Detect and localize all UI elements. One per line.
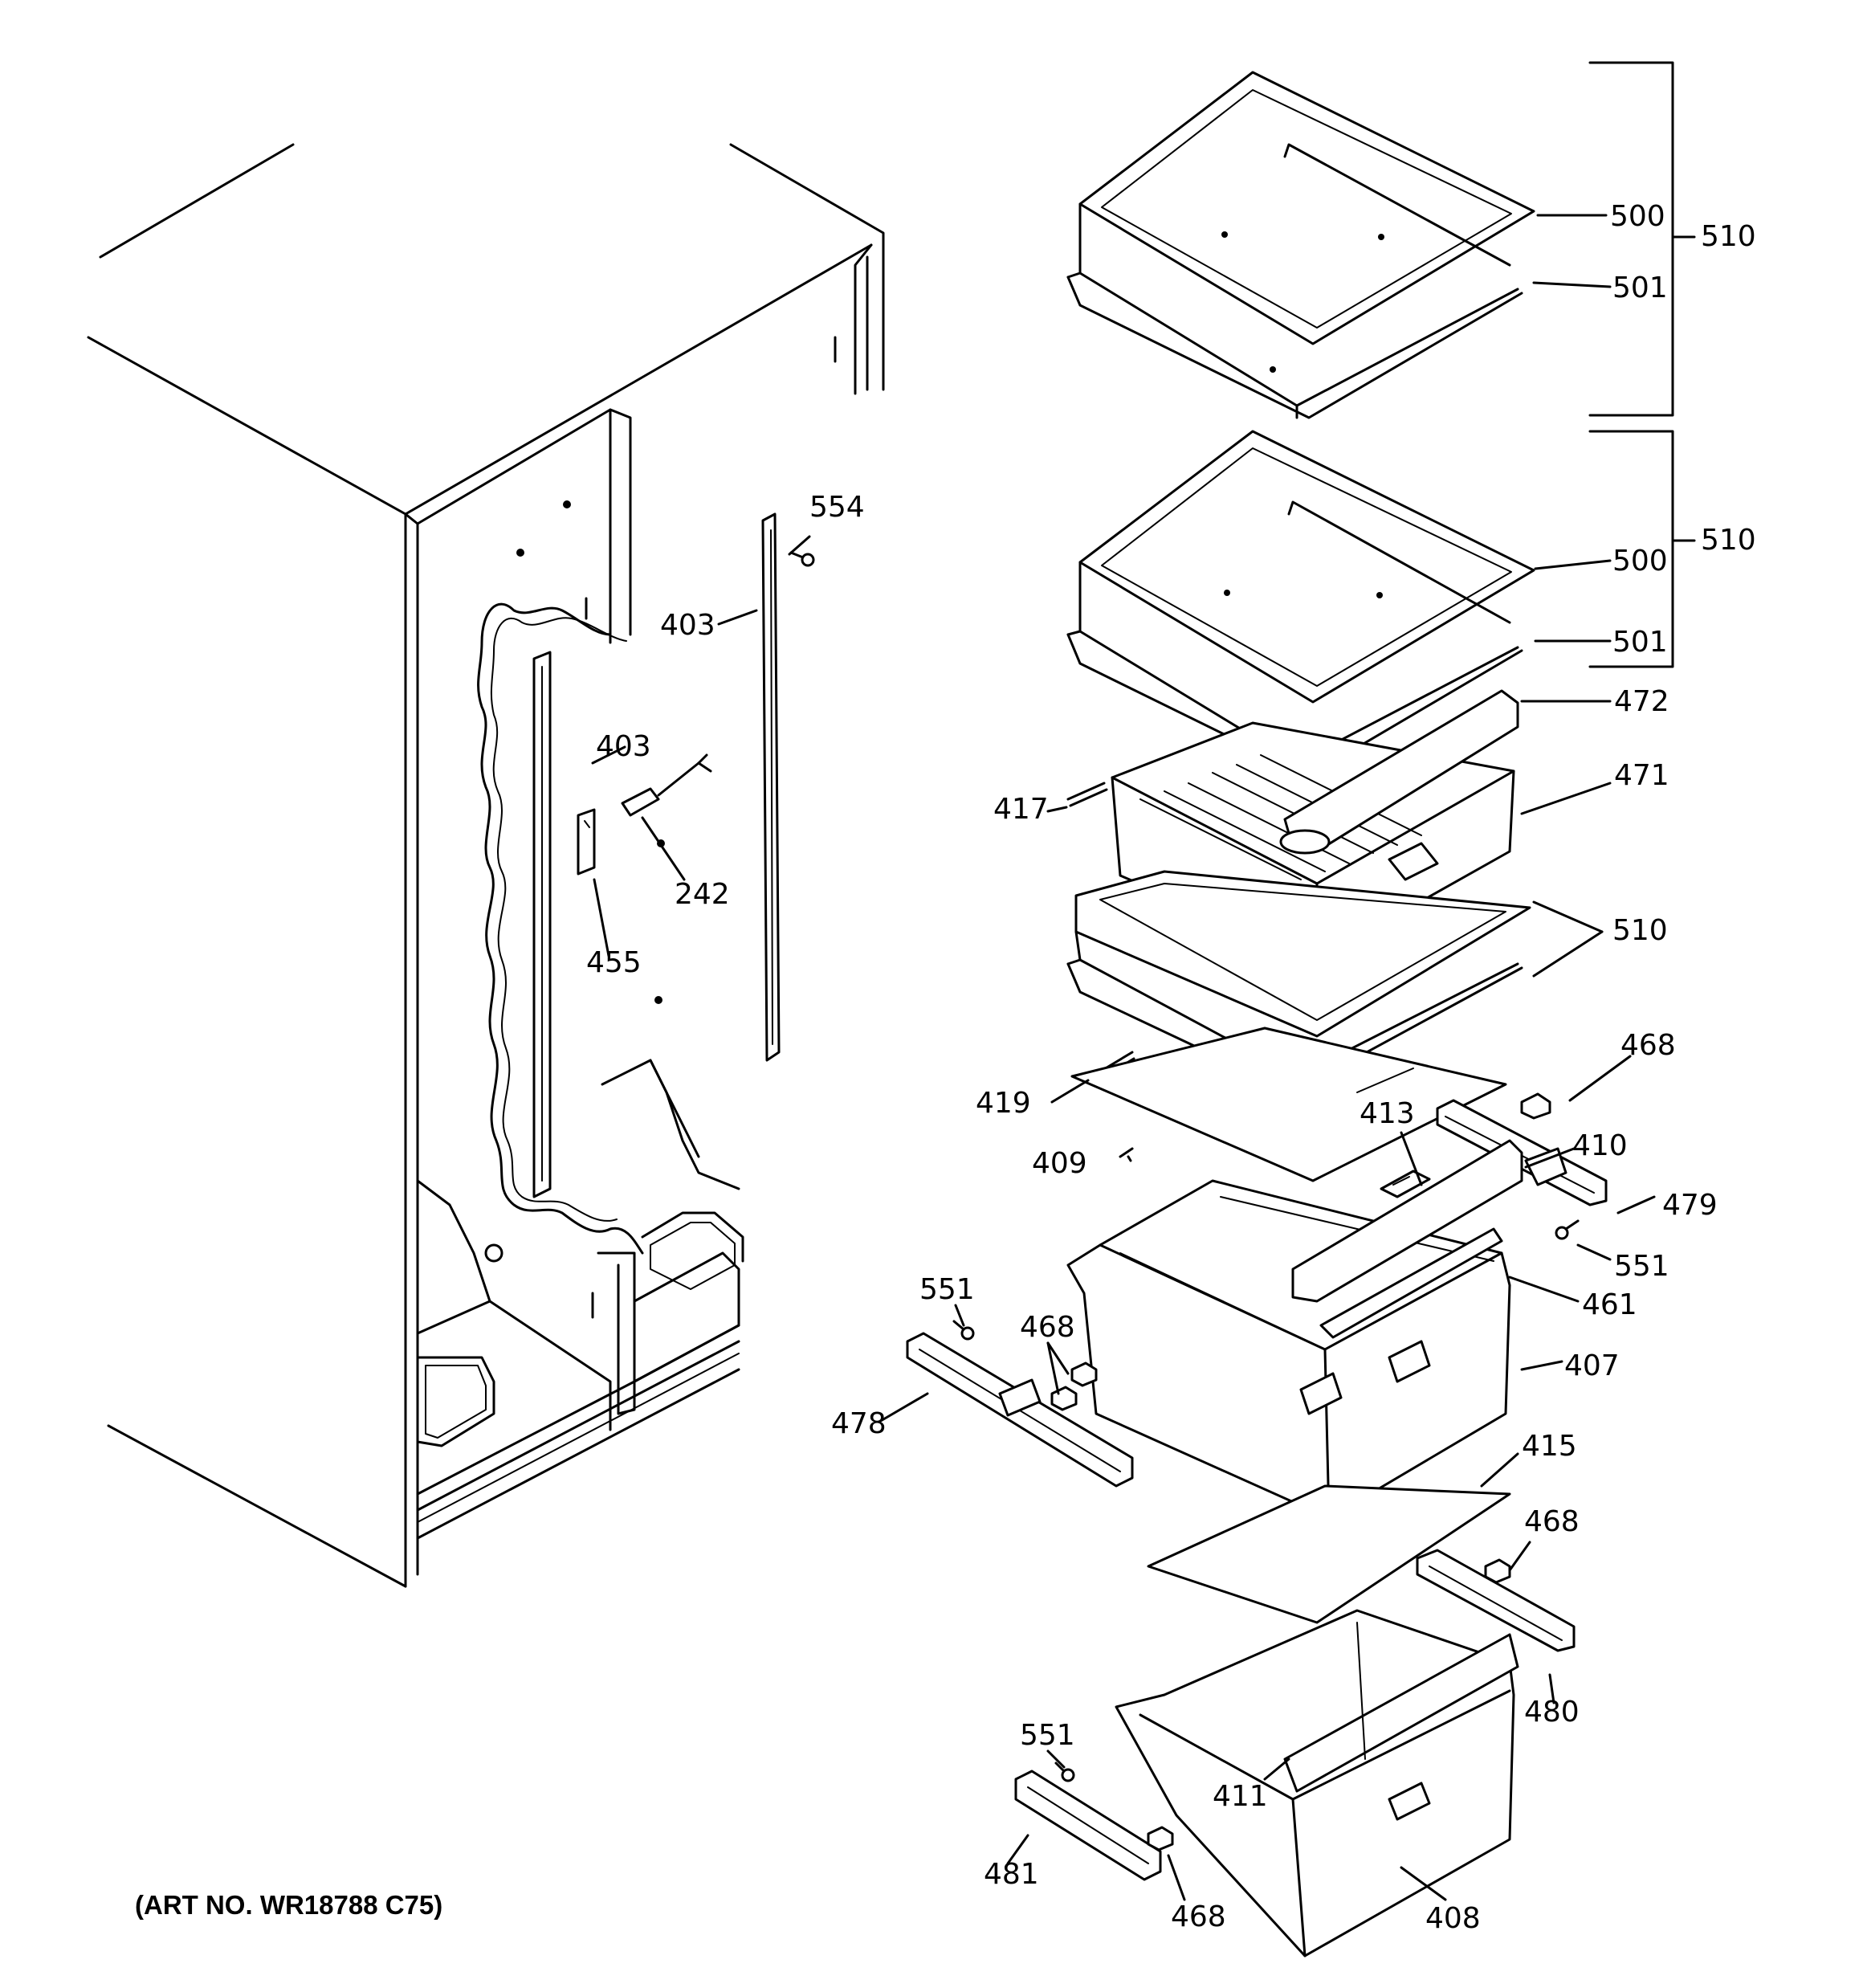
callout-455: 455 [586, 946, 642, 979]
slide-rail-478 [906, 1332, 1134, 1488]
callout-551: 551 [1614, 1250, 1669, 1283]
glass-cover-409 [1070, 1027, 1507, 1182]
screw-551-lower [1054, 1761, 1075, 1782]
callout-417: 417 [993, 793, 1049, 826]
stop-468-upper [1520, 1092, 1551, 1120]
shelf-assembly-top [1066, 71, 1535, 419]
stop-468-bottom [1147, 1826, 1174, 1851]
callout-510: 510 [1701, 524, 1756, 557]
callout-468: 468 [1020, 1311, 1075, 1344]
shelf-rail-right [761, 512, 781, 1062]
callout-407: 407 [1564, 1349, 1620, 1382]
screw-554 [789, 551, 815, 567]
callout-403: 403 [596, 730, 651, 763]
callout-510: 510 [1701, 220, 1756, 253]
slide-rail-480 [1416, 1549, 1576, 1652]
stop-468-middle [1050, 1361, 1098, 1411]
pan-407 [1066, 1179, 1511, 1520]
callout-510: 510 [1612, 914, 1668, 947]
callout-468: 468 [1171, 1900, 1226, 1933]
stop-468-lower [1484, 1558, 1511, 1584]
screw-551-left [952, 1320, 975, 1341]
rod-417 [1066, 782, 1108, 807]
screw-551-right [1555, 1219, 1580, 1240]
cover-frame-461 [1319, 1227, 1503, 1339]
pan-cover-472 [1279, 689, 1519, 855]
callout-479: 479 [1662, 1189, 1718, 1222]
leader-lines [591, 214, 1656, 1901]
shelf-510-third [1066, 870, 1531, 1094]
pan-408 [1115, 1609, 1519, 1957]
callout-500: 500 [1610, 200, 1665, 233]
slide-rail-481 [1014, 1770, 1162, 1881]
callout-419: 419 [976, 1087, 1031, 1120]
callout-472: 472 [1614, 685, 1669, 718]
callout-551: 551 [919, 1273, 975, 1306]
part-242 [621, 753, 712, 817]
callout-480: 480 [1524, 1696, 1580, 1729]
callout-408: 408 [1425, 1902, 1481, 1935]
callout-551: 551 [1020, 1719, 1075, 1752]
callout-481: 481 [984, 1858, 1039, 1891]
callout-478: 478 [831, 1407, 887, 1440]
glass-cover-415 [1147, 1484, 1511, 1624]
callout-409: 409 [1032, 1147, 1087, 1180]
callout-403: 403 [660, 609, 715, 642]
callout-468: 468 [1620, 1029, 1676, 1062]
callout-471: 471 [1614, 759, 1669, 792]
callout-468: 468 [1524, 1505, 1580, 1538]
callout-501: 501 [1612, 271, 1668, 304]
callout-413: 413 [1360, 1097, 1415, 1130]
callout-461: 461 [1582, 1288, 1637, 1321]
bracket-top-510 [1588, 61, 1696, 417]
callout-554: 554 [809, 491, 865, 524]
callout-411: 411 [1213, 1780, 1268, 1813]
bracket-second-510 [1588, 430, 1696, 668]
art-number-caption: (ART NO. WR18788 C75) [135, 1890, 442, 1920]
callout-242: 242 [675, 878, 730, 911]
callout-410: 410 [1572, 1129, 1628, 1162]
callout-500: 500 [1612, 545, 1668, 578]
callout-labels: 510 500 501 510 500 501 472 471 417 510 … [586, 200, 1756, 1935]
shelf-assembly-second [1066, 430, 1535, 778]
part-455 [577, 808, 596, 876]
callout-415: 415 [1522, 1430, 1577, 1463]
refrigerator-cabinet [87, 143, 885, 1588]
callout-501: 501 [1612, 626, 1668, 659]
